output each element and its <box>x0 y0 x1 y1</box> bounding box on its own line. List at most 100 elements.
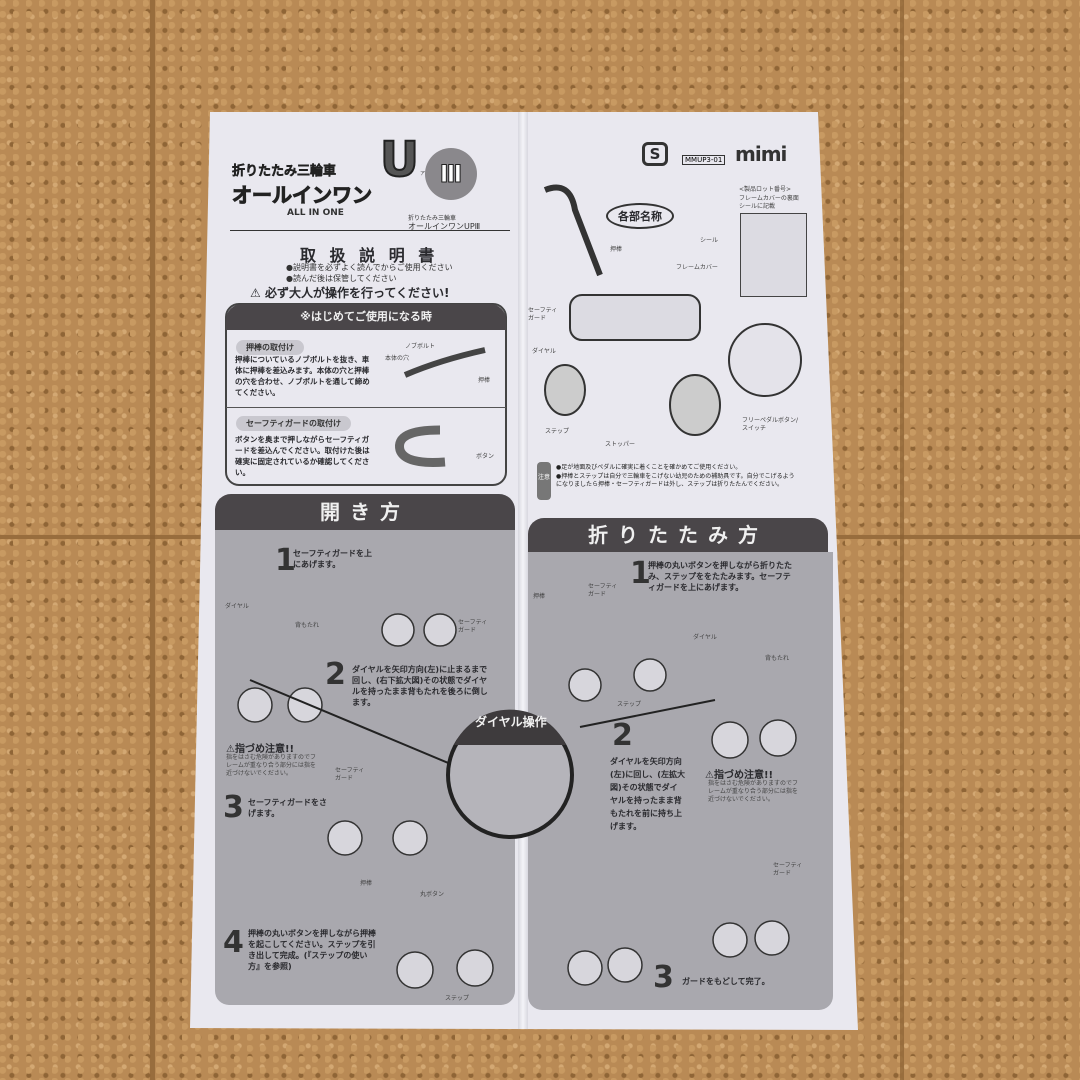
warning-icon: ⚠ <box>250 286 261 300</box>
wheel <box>711 721 749 759</box>
caution-badge: 注意 <box>537 462 551 500</box>
open-step-3-number: 3 <box>223 790 244 825</box>
label-stopper: ストッパー <box>605 441 636 448</box>
fold-step-2-text: ダイヤルを矢印方向(左)に回し、(左拡大図)その状態でダイヤルを持ったまま背もた… <box>610 757 685 831</box>
warning-icon: ⚠ <box>705 770 714 781</box>
manual-note-1: ●説明書を必ずよく読んでからご使用ください <box>286 263 453 272</box>
callout-backrest: 背もたれ <box>295 622 320 629</box>
callout-step: ステップ <box>445 995 470 1002</box>
logo-line1: 折りたたみ三輪車 <box>232 164 337 180</box>
label-seal: シール <box>700 237 719 244</box>
wheel <box>396 951 434 989</box>
callout-dial: ダイヤル <box>693 634 717 641</box>
adult-warning-text: 必ず大人が操作を行ってください! <box>264 286 450 300</box>
caution-item-2: ●押棒とステップは自分で三輪車をこげない幼児のための補助具です。自分でこげるよう… <box>556 473 795 488</box>
callout-safety-guard: セーフティガード <box>773 862 803 877</box>
fold-step-3-number: 3 <box>653 960 674 995</box>
wheel <box>759 719 797 757</box>
divider <box>230 230 510 231</box>
label-dial: ダイヤル <box>532 348 556 355</box>
dial-zoom-header <box>454 709 566 745</box>
open-step-1-number: 1 <box>275 543 296 578</box>
callout-safety-guard: セーフティガード <box>458 619 488 634</box>
callout-safety-guard: セーフティガード <box>335 767 365 782</box>
zoom-circle <box>728 323 802 397</box>
fold-line <box>518 112 528 1030</box>
warning-icon: ⚠ <box>226 744 235 755</box>
fold-step-3-text: ガードをもどして完了。 <box>682 977 770 986</box>
label-frame-cover: フレームカバー <box>676 264 718 271</box>
lot-inset <box>740 213 807 297</box>
rear-wheel <box>544 364 586 416</box>
callout-knob-bolt: ノブボルト <box>405 343 436 350</box>
manual-title: 取 扱 説 明 書 <box>300 246 439 265</box>
wheel <box>237 687 273 723</box>
open-step-1-text: セーフティガードを上にあげます。 <box>293 549 373 569</box>
callout-push-bar: 押棒 <box>533 593 546 600</box>
fold-finger-warning-title: ⚠指づめ注意!! <box>705 766 773 781</box>
finger-warning-title-text: 指づめ注意!! <box>234 744 295 755</box>
label-push-bar: 押棒 <box>610 246 623 253</box>
parts-title: 各部名称 <box>606 203 674 229</box>
callout-push-bar: 押棒 <box>360 880 373 887</box>
body-shape <box>569 294 701 341</box>
callout-round-button: 丸ボタン <box>420 891 445 898</box>
wheel <box>327 820 363 856</box>
lot-caption: <製品ロット番号> <box>739 186 792 193</box>
open-finger-warning-text: 指をはさむ危険がありますのでフレームが重なり合う部分には指を近づけないでください… <box>226 754 317 777</box>
manual-note-2: ●読んだ後は保管してください <box>286 274 397 283</box>
logo-u: U <box>379 131 420 189</box>
open-step-3-text: セーフティガードをさげます。 <box>248 798 328 818</box>
callout-dial: ダイヤル <box>225 603 249 610</box>
product-name-small: 折りたたみ三輪車 オールインワンUPⅢ <box>408 215 480 231</box>
wheel <box>456 949 494 987</box>
push-bar-text: 押棒についているノブボルトを抜き、車体に押棒を差込みます。本体の穴と押棒の穴を合… <box>235 355 370 397</box>
label-free-pedal: フリーペダルボタン/スイッチ <box>742 417 799 432</box>
cork-seam <box>900 0 904 1080</box>
label-step: ステップ <box>545 428 570 435</box>
wheel <box>423 613 457 647</box>
push-bar-shape <box>543 184 603 277</box>
open-step-2-number: 2 <box>325 657 346 692</box>
model-code: MMUP3-01 <box>682 155 726 165</box>
open-title: 開き方 <box>215 494 515 530</box>
product-name-line1: 折りたたみ三輪車 <box>408 215 457 222</box>
callout-step: ステップ <box>617 701 642 708</box>
product-logo: 折りたたみ三輪車 オールインワン ALL IN ONE <box>232 160 432 218</box>
sg-mark-logo: S <box>642 142 668 166</box>
first-use-title: ※はじめてご使用になる時 <box>226 304 506 330</box>
wheel <box>287 687 323 723</box>
product-name-line2: オールインワンUPⅢ <box>408 222 481 231</box>
brand-logo: mimi <box>735 142 787 166</box>
open-step-2-text: ダイヤルを矢印方向(左)に止まるまで回し、(右下拡大図)その状態でダイヤルを持っ… <box>352 665 488 707</box>
front-wheel <box>669 374 721 436</box>
push-bar-illustration <box>403 347 486 378</box>
callout-body-hole: 本体の穴 <box>385 355 410 362</box>
open-step-4-text: 押棒の丸いボタンを押しながら押棒を起こしてください。ステップを引き出して完成。(… <box>248 929 376 971</box>
divider <box>226 407 506 408</box>
open-finger-warning-title: ⚠指づめ注意!! <box>226 740 294 755</box>
callout-backrest: 背もたれ <box>765 655 790 662</box>
fold-step-1-number: 1 <box>630 556 651 591</box>
wheel <box>633 658 667 692</box>
guard-label: セーフティガードの取付け <box>236 416 352 431</box>
callout-push-bar: 押棒 <box>478 377 491 384</box>
dial-operation-title: ダイヤル操作 <box>475 715 547 729</box>
cork-seam <box>150 0 155 1080</box>
adult-warning: ⚠ 必ず大人が操作を行ってください! <box>250 284 449 301</box>
open-step-4-number: 4 <box>223 925 244 960</box>
guard-text: ボタンを奥まで押しながらセーフティガードを差込んでください。取付けた後は確実に固… <box>235 435 370 477</box>
logo-line2: オールインワン <box>232 183 373 208</box>
fold-step-1-text: 押棒の丸いボタンを押しながら折りたたみ、ステップををたたみます。セーフティガード… <box>648 561 792 592</box>
callout-button: ボタン <box>476 453 495 460</box>
wheel <box>712 922 748 958</box>
callout-safety-guard: セーフティガード <box>588 583 618 598</box>
fold-finger-warning-text: 指をはさむ危険がありますのでフレームが重なり合う部分には指を近づけないでください… <box>708 780 799 803</box>
wheel <box>381 613 415 647</box>
guard-illustration <box>395 425 446 467</box>
wheel <box>754 920 790 956</box>
fold-step-2-number: 2 <box>612 718 633 753</box>
